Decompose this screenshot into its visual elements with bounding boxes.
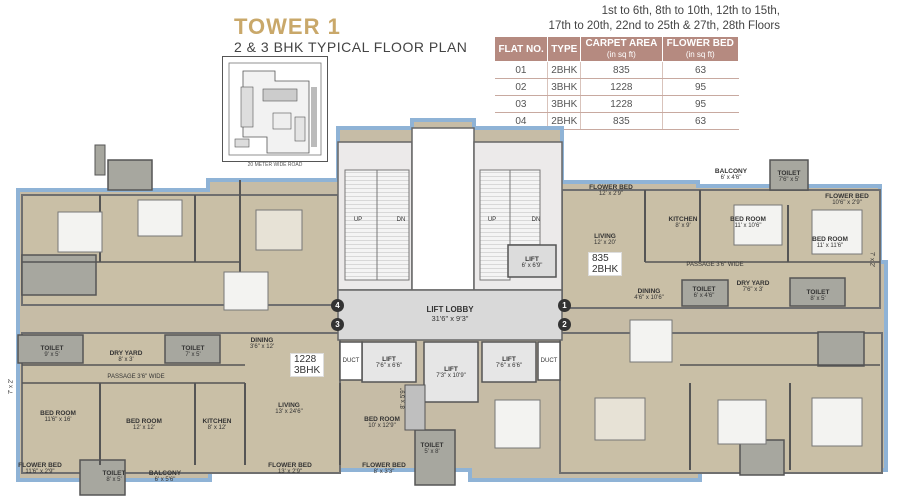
key-plan-drawing (228, 62, 322, 156)
flat-marker-1: 1 (558, 299, 571, 312)
col-flat-no: FLAT NO. (493, 36, 549, 62)
duct-left-label: DUCT (342, 358, 360, 364)
right-passage: PASSAGE 3'6" WIDE (686, 262, 744, 268)
carpet-area-table: FLAT NO. TYPE CARPET AREA(in sq ft) FLOW… (493, 36, 740, 130)
key-plan-road-label: 20 METER WIDE ROAD (247, 162, 303, 168)
tower-title: TOWER 1 (234, 14, 341, 39)
plan-subtitle: 2 & 3 BHK TYPICAL FLOOR PLAN (234, 39, 468, 55)
left-passage: PASSAGE 3'6" WIDE (107, 374, 165, 380)
flat-marker-4: 4 (331, 299, 344, 312)
stair-down-label-right: DN (531, 217, 541, 223)
flat-marker-3: 3 (331, 318, 344, 331)
floors-line-2: 17th to 20th, 22nd to 25th & 27th, 28th … (548, 20, 780, 32)
col-flower-bed: FLOWER BED(in sq ft) (661, 36, 740, 62)
floors-list: 1st to 6th, 8th to 10th, 12th to 15th, 1… (498, 4, 780, 34)
col-carpet-area: CARPET AREA(in sq ft) (580, 36, 663, 62)
stair-down-label-left: DN (396, 217, 406, 223)
floors-line-1: 1st to 6th, 8th to 10th, 12th to 15th, (601, 5, 780, 17)
right-side-dimension: 7' x 2' (868, 251, 875, 268)
col-type: TYPE (547, 36, 582, 62)
stair-up-label-right: UP (487, 217, 497, 223)
left-toilet-e-dimension: 8' x 5'9" (400, 388, 407, 409)
stair-up-label-left: UP (353, 217, 363, 223)
left-side-dimension: 7' x 2' (8, 378, 15, 395)
flat-marker-2: 2 (558, 318, 571, 331)
duct-right-label: DUCT (540, 358, 558, 364)
key-plan (222, 56, 328, 162)
